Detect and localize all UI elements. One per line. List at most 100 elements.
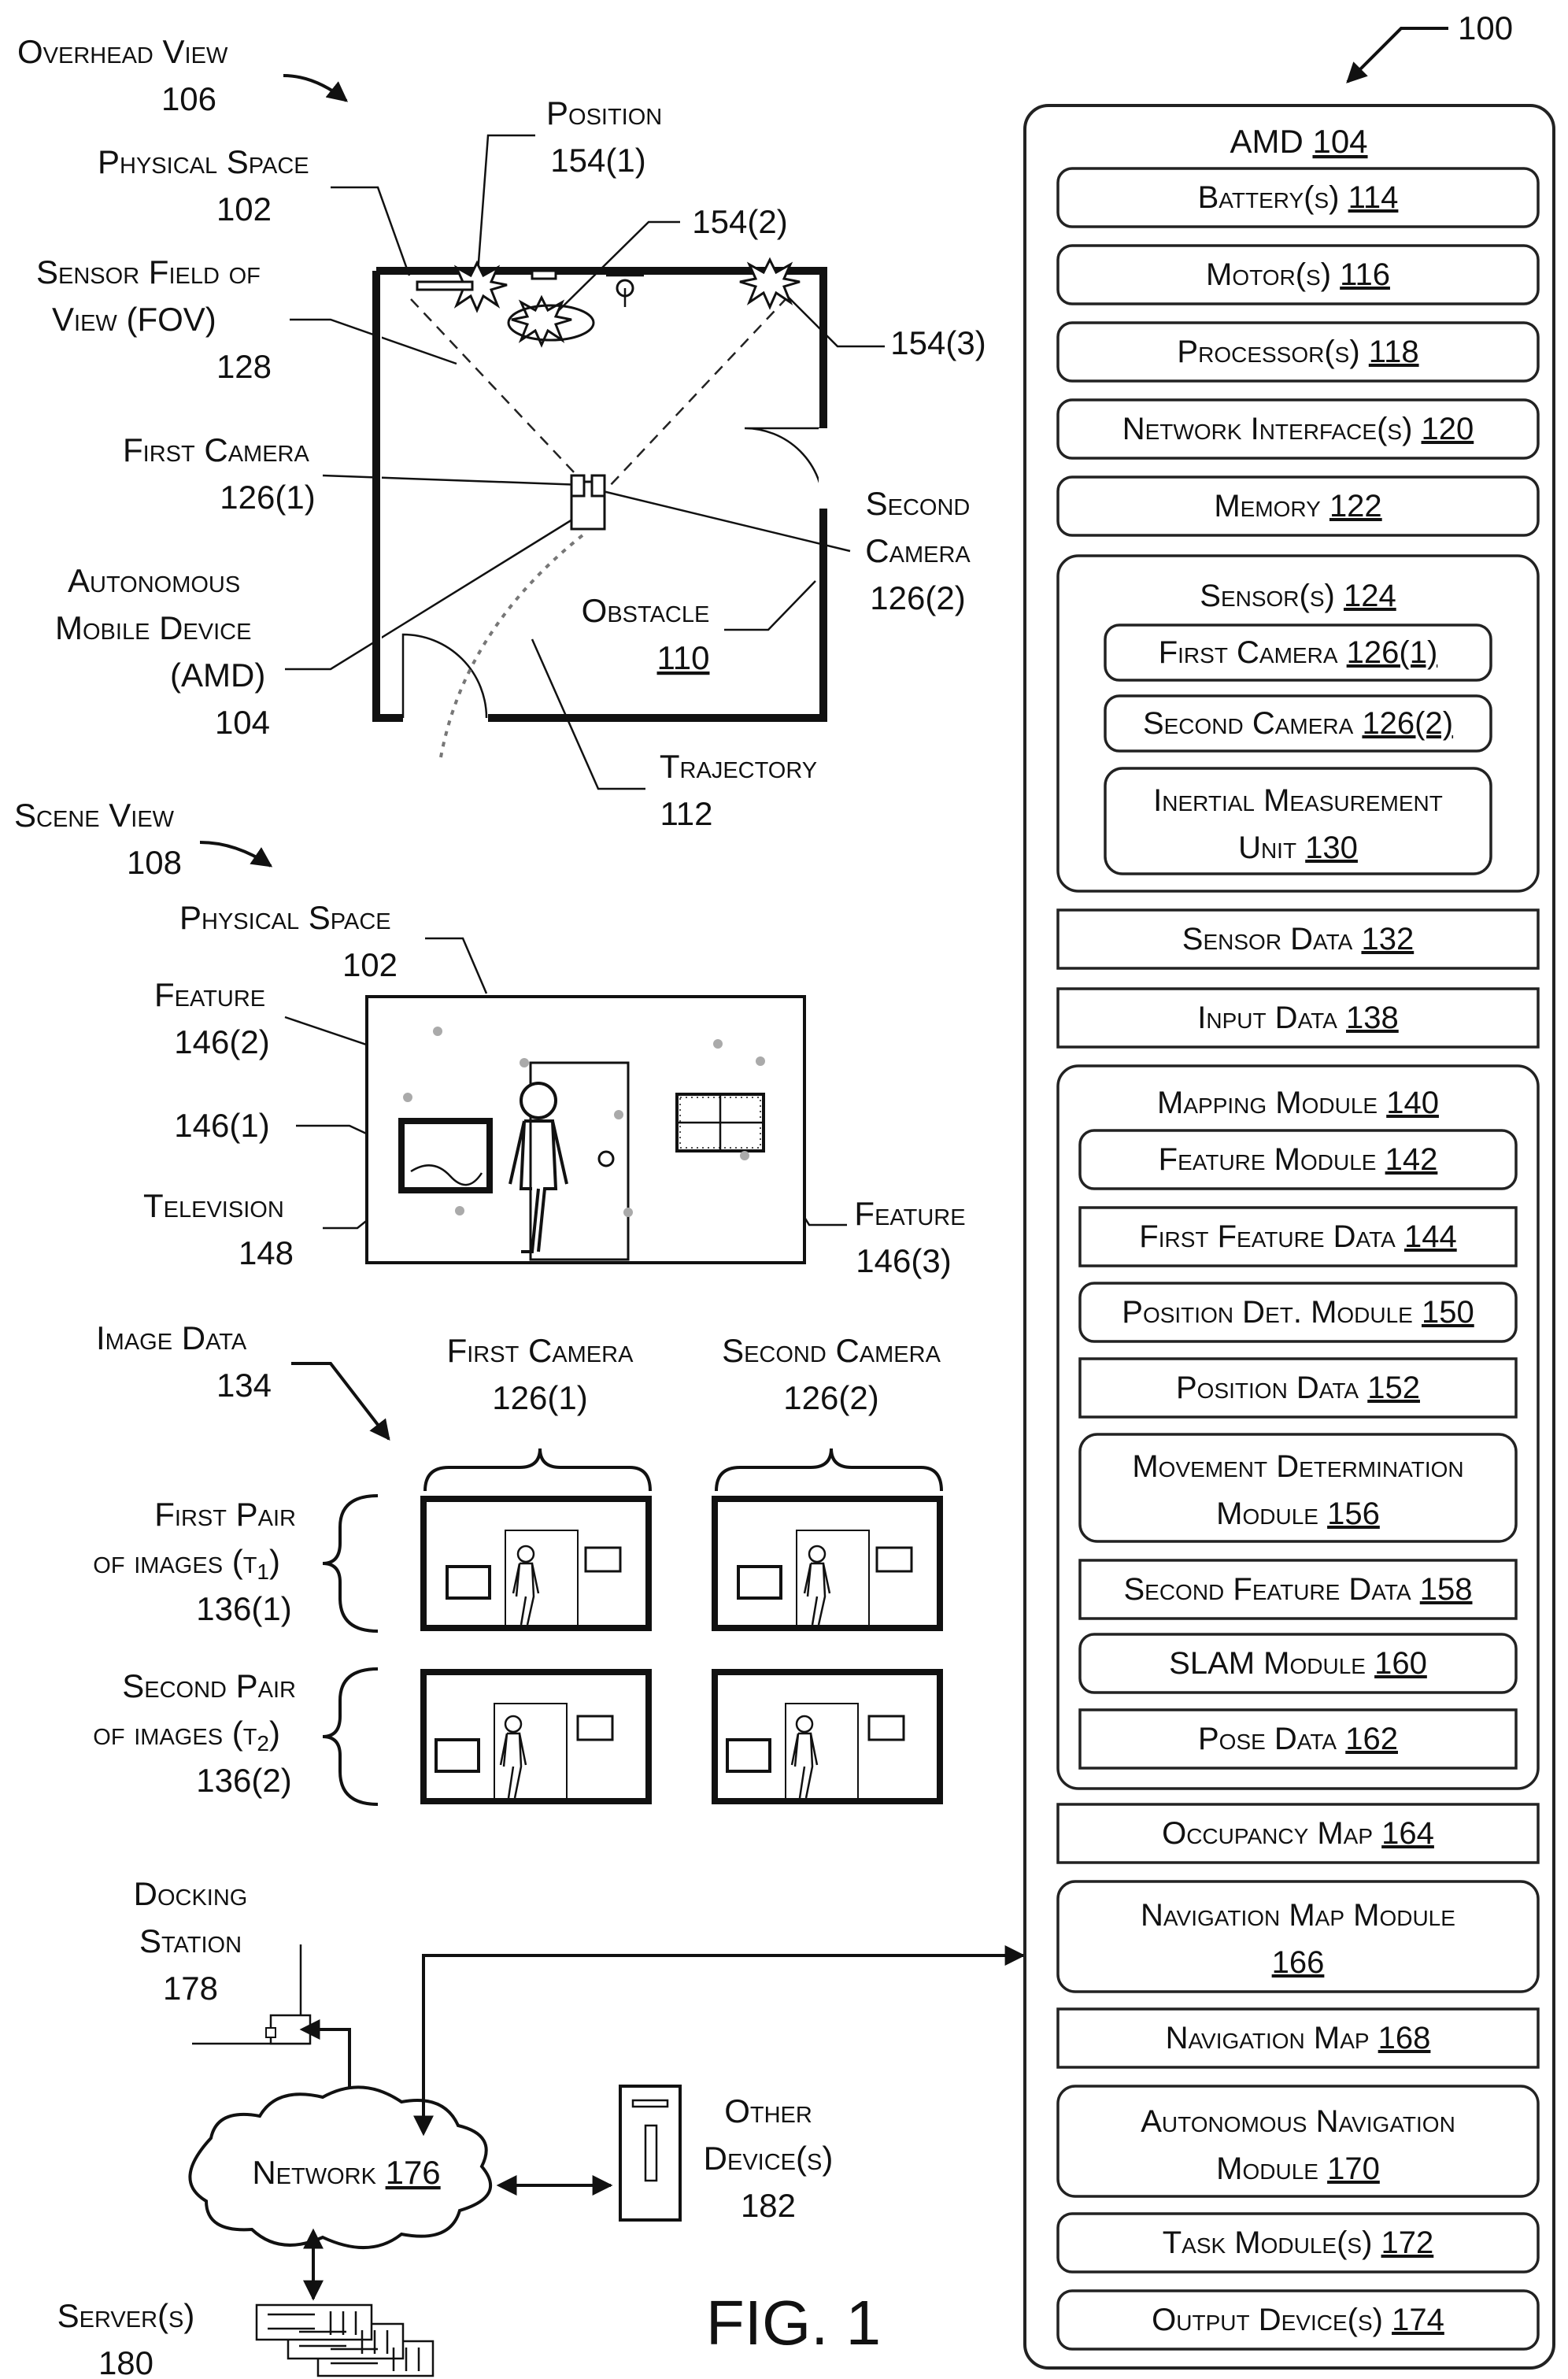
sensor-fov-label-1: Sensor Field of xyxy=(36,253,261,290)
svg-text:Module 170: Module 170 xyxy=(1216,2151,1380,2186)
scene-physical-space-ref: 102 xyxy=(342,946,398,983)
position-ref-2: 154(2) xyxy=(692,203,787,240)
second-camera-ref: 126(2) xyxy=(870,579,965,616)
amd-mapping-group: Mapping Module 140 Feature Module 142 Fi… xyxy=(1058,1066,1538,1789)
other-device-label-1: Other xyxy=(724,2092,812,2129)
amd-item-battery: Battery(s) 114 xyxy=(1058,168,1538,227)
image-first-camera-ref: 126(1) xyxy=(492,1379,587,1416)
other-device-label-2: Device(s) xyxy=(704,2140,834,2177)
amd-item-processor: Processor(s) 118 xyxy=(1058,323,1538,381)
svg-text:Movement Determination: Movement Determination xyxy=(1132,1449,1463,1484)
amd-label-2: Mobile Device xyxy=(55,609,251,646)
television-label: Television xyxy=(143,1187,284,1224)
amd-label-1: Autonomous xyxy=(68,562,240,599)
amd-item-memory: Memory 122 xyxy=(1058,477,1538,535)
position-label: Position xyxy=(546,94,662,131)
thumb-2-2 xyxy=(715,1672,940,1801)
amd-output-device: Output Device(s) 174 xyxy=(1058,2291,1538,2349)
pair2-label-1: Second Pair xyxy=(122,1667,296,1704)
svg-text:Position Data 152: Position Data 152 xyxy=(1176,1371,1420,1405)
sensor-fov-label-2: View (FOV) xyxy=(52,301,216,338)
svg-text:Pose Data 162: Pose Data 162 xyxy=(1198,1722,1398,1756)
overhead-view-title: Overhead View xyxy=(17,33,228,70)
svg-text:Unit 130: Unit 130 xyxy=(1238,831,1358,865)
obstacle-label: Obstacle xyxy=(582,592,710,629)
svg-text:Battery(s) 114: Battery(s) 114 xyxy=(1198,180,1399,215)
image-second-camera-ref: 126(2) xyxy=(783,1379,878,1416)
svg-text:Inertial Measurement: Inertial Measurement xyxy=(1153,783,1443,818)
amd-ref: 104 xyxy=(215,704,270,741)
feature-2-ref: 146(2) xyxy=(174,1023,269,1060)
obstacle-ref: 110 xyxy=(657,639,710,676)
sensor-fov-ref: 128 xyxy=(216,348,272,385)
amd-nav-map-module: Navigation Map Module 166 xyxy=(1058,1881,1538,1992)
amd-panel: AMD 104 Battery(s) 114 Motor(s) 116 Proc… xyxy=(1025,105,1554,2368)
svg-text:Occupancy Map 164: Occupancy Map 164 xyxy=(1162,1816,1434,1851)
amd-input-data: Input Data 138 xyxy=(1058,989,1538,1047)
svg-text:Processor(s) 118: Processor(s) 118 xyxy=(1177,335,1418,369)
amd-item-network-interface: Network Interface(s) 120 xyxy=(1058,400,1538,458)
second-camera-label-1: Second xyxy=(866,485,971,522)
pair1-ref: 136(1) xyxy=(196,1590,291,1627)
scene-television xyxy=(401,1121,490,1190)
image-data-ref: 134 xyxy=(216,1367,272,1404)
ref-main-label: 100 xyxy=(1458,9,1513,46)
physical-space-label: Physical Space xyxy=(98,143,309,180)
server-icon xyxy=(257,2305,433,2376)
pair1-label-2: of images (t1) xyxy=(93,1543,280,1584)
svg-text:Task Module(s) 172: Task Module(s) 172 xyxy=(1163,2225,1434,2260)
scene-window xyxy=(677,1094,764,1151)
docking-label-1: Docking xyxy=(134,1875,248,1912)
feature-3-label: Feature xyxy=(854,1195,965,1232)
svg-text:Sensor(s) 124: Sensor(s) 124 xyxy=(1200,579,1396,613)
pair2-ref: 136(2) xyxy=(196,1762,291,1799)
pair1-label-1: First Pair xyxy=(154,1496,296,1533)
trajectory-label: Trajectory xyxy=(660,748,817,785)
scene-view-title: Scene View xyxy=(14,797,175,834)
server-ref: 180 xyxy=(98,2344,153,2379)
overhead-view-ref: 106 xyxy=(161,80,216,117)
feature-3-ref: 146(3) xyxy=(856,1242,951,1279)
amd-nav-map: Navigation Map 168 xyxy=(1058,2009,1538,2067)
amd-label-3: (AMD) xyxy=(170,657,265,694)
image-data: Image Data 134 First Camera 126(1) Secon… xyxy=(93,1319,941,1804)
scene-view: Scene View 108 Physical Space 102 Featur… xyxy=(14,797,966,1279)
svg-text:Autonomous Navigation: Autonomous Navigation xyxy=(1141,2104,1455,2139)
fov-line-left xyxy=(411,299,589,488)
svg-text:Position Det. Module 150: Position Det. Module 150 xyxy=(1122,1295,1474,1330)
svg-text:Second Camera 126(2): Second Camera 126(2) xyxy=(1143,706,1453,741)
svg-text:Navigation Map Module: Navigation Map Module xyxy=(1141,1898,1455,1933)
svg-text:Input Data 138: Input Data 138 xyxy=(1197,1001,1399,1035)
amd-task-module: Task Module(s) 172 xyxy=(1058,2214,1538,2272)
physical-space-ref: 102 xyxy=(216,191,272,228)
pair2-label-2: of images (t2) xyxy=(93,1715,280,1756)
amd-sensor-data: Sensor Data 132 xyxy=(1058,910,1538,968)
image-first-camera-label: First Camera xyxy=(447,1332,634,1369)
svg-text:166: 166 xyxy=(1272,1945,1325,1980)
ref-100-callout: 100 xyxy=(1348,9,1513,82)
television-ref: 148 xyxy=(239,1234,294,1271)
image-data-title: Image Data xyxy=(96,1319,247,1356)
second-camera-label-2: Camera xyxy=(865,532,971,569)
svg-text:Network Interface(s) 120: Network Interface(s) 120 xyxy=(1122,412,1474,446)
image-second-camera-label: Second Camera xyxy=(722,1332,941,1369)
amd-item-motor: Motor(s) 116 xyxy=(1058,246,1538,304)
scene-view-ref: 108 xyxy=(127,844,182,881)
amd-auto-nav-module: Autonomous Navigation Module 170 xyxy=(1058,2086,1538,2196)
scene-physical-space-label: Physical Space xyxy=(179,899,391,936)
feature-2-label: Feature xyxy=(154,976,265,1013)
svg-text:Second Feature Data 158: Second Feature Data 158 xyxy=(1123,1572,1472,1607)
svg-text:Module 156: Module 156 xyxy=(1216,1497,1380,1531)
other-device-ref: 182 xyxy=(741,2187,796,2224)
svg-text:First Feature Data 144: First Feature Data 144 xyxy=(1139,1219,1456,1254)
overhead-view: Overhead View 106 Physical Space 102 Sen… xyxy=(17,33,986,832)
first-camera-label: First Camera xyxy=(123,431,309,468)
network-label: Network 176 xyxy=(252,2154,440,2191)
figure-label: FIG. 1 xyxy=(706,2288,881,2358)
thumb-1-1 xyxy=(423,1499,649,1628)
svg-text:Motor(s) 116: Motor(s) 116 xyxy=(1206,257,1390,292)
svg-text:Navigation Map 168: Navigation Map 168 xyxy=(1166,2021,1431,2055)
thumb-2-1 xyxy=(423,1672,649,1801)
amd-panel-title: AMD 104 xyxy=(1230,123,1367,160)
